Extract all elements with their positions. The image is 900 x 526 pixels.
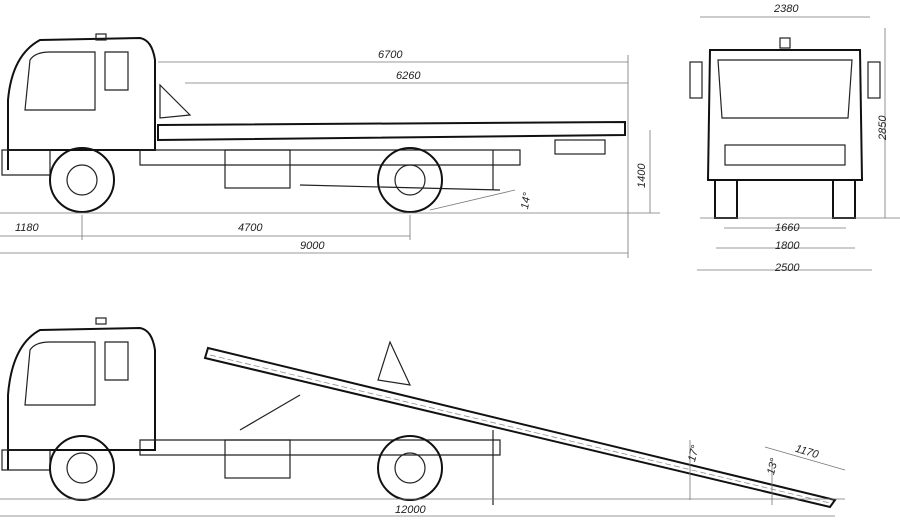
headboard <box>159 83 192 119</box>
cab <box>7 326 156 470</box>
chassis-frame <box>139 149 521 166</box>
dim-wheelbase: 4700 <box>238 222 263 234</box>
rear-window <box>104 51 129 91</box>
cab <box>7 36 156 170</box>
front-wheel <box>49 435 115 501</box>
dim-overall-length: 9000 <box>300 240 325 252</box>
beacon <box>95 33 107 41</box>
side-view-transport <box>0 33 660 258</box>
dim-deck-inner-length: 6260 <box>396 70 421 82</box>
dim-overall-width: 2500 <box>775 262 800 274</box>
side-view-loading <box>0 317 846 517</box>
dim-front-overhang: 1180 <box>15 222 39 234</box>
rear-wheel <box>377 147 443 213</box>
dim-cab-width: 2380 <box>774 3 799 15</box>
dim-deck-height: 1400 <box>636 163 648 188</box>
dim-track-width: 1660 <box>775 222 800 234</box>
dim-overall-height: 2850 <box>877 115 889 140</box>
headboard <box>377 340 412 386</box>
cab-window <box>24 51 96 111</box>
grille <box>724 144 846 166</box>
tilted-deck <box>203 346 837 509</box>
dim-axle-width: 1800 <box>775 240 800 252</box>
rear-wheel <box>377 435 443 501</box>
flatbed-deck <box>157 120 626 142</box>
cab-front <box>706 49 864 181</box>
fuel-tank <box>224 149 291 189</box>
dim-deck-length: 6700 <box>378 49 403 61</box>
windshield <box>717 59 853 119</box>
front-view <box>689 16 900 271</box>
left-tire <box>714 179 738 219</box>
front-wheel <box>49 147 115 213</box>
dim-tilted-overall-length: 12000 <box>395 504 426 516</box>
left-mirror <box>689 61 703 99</box>
right-tire <box>832 179 856 219</box>
right-mirror <box>867 61 881 99</box>
